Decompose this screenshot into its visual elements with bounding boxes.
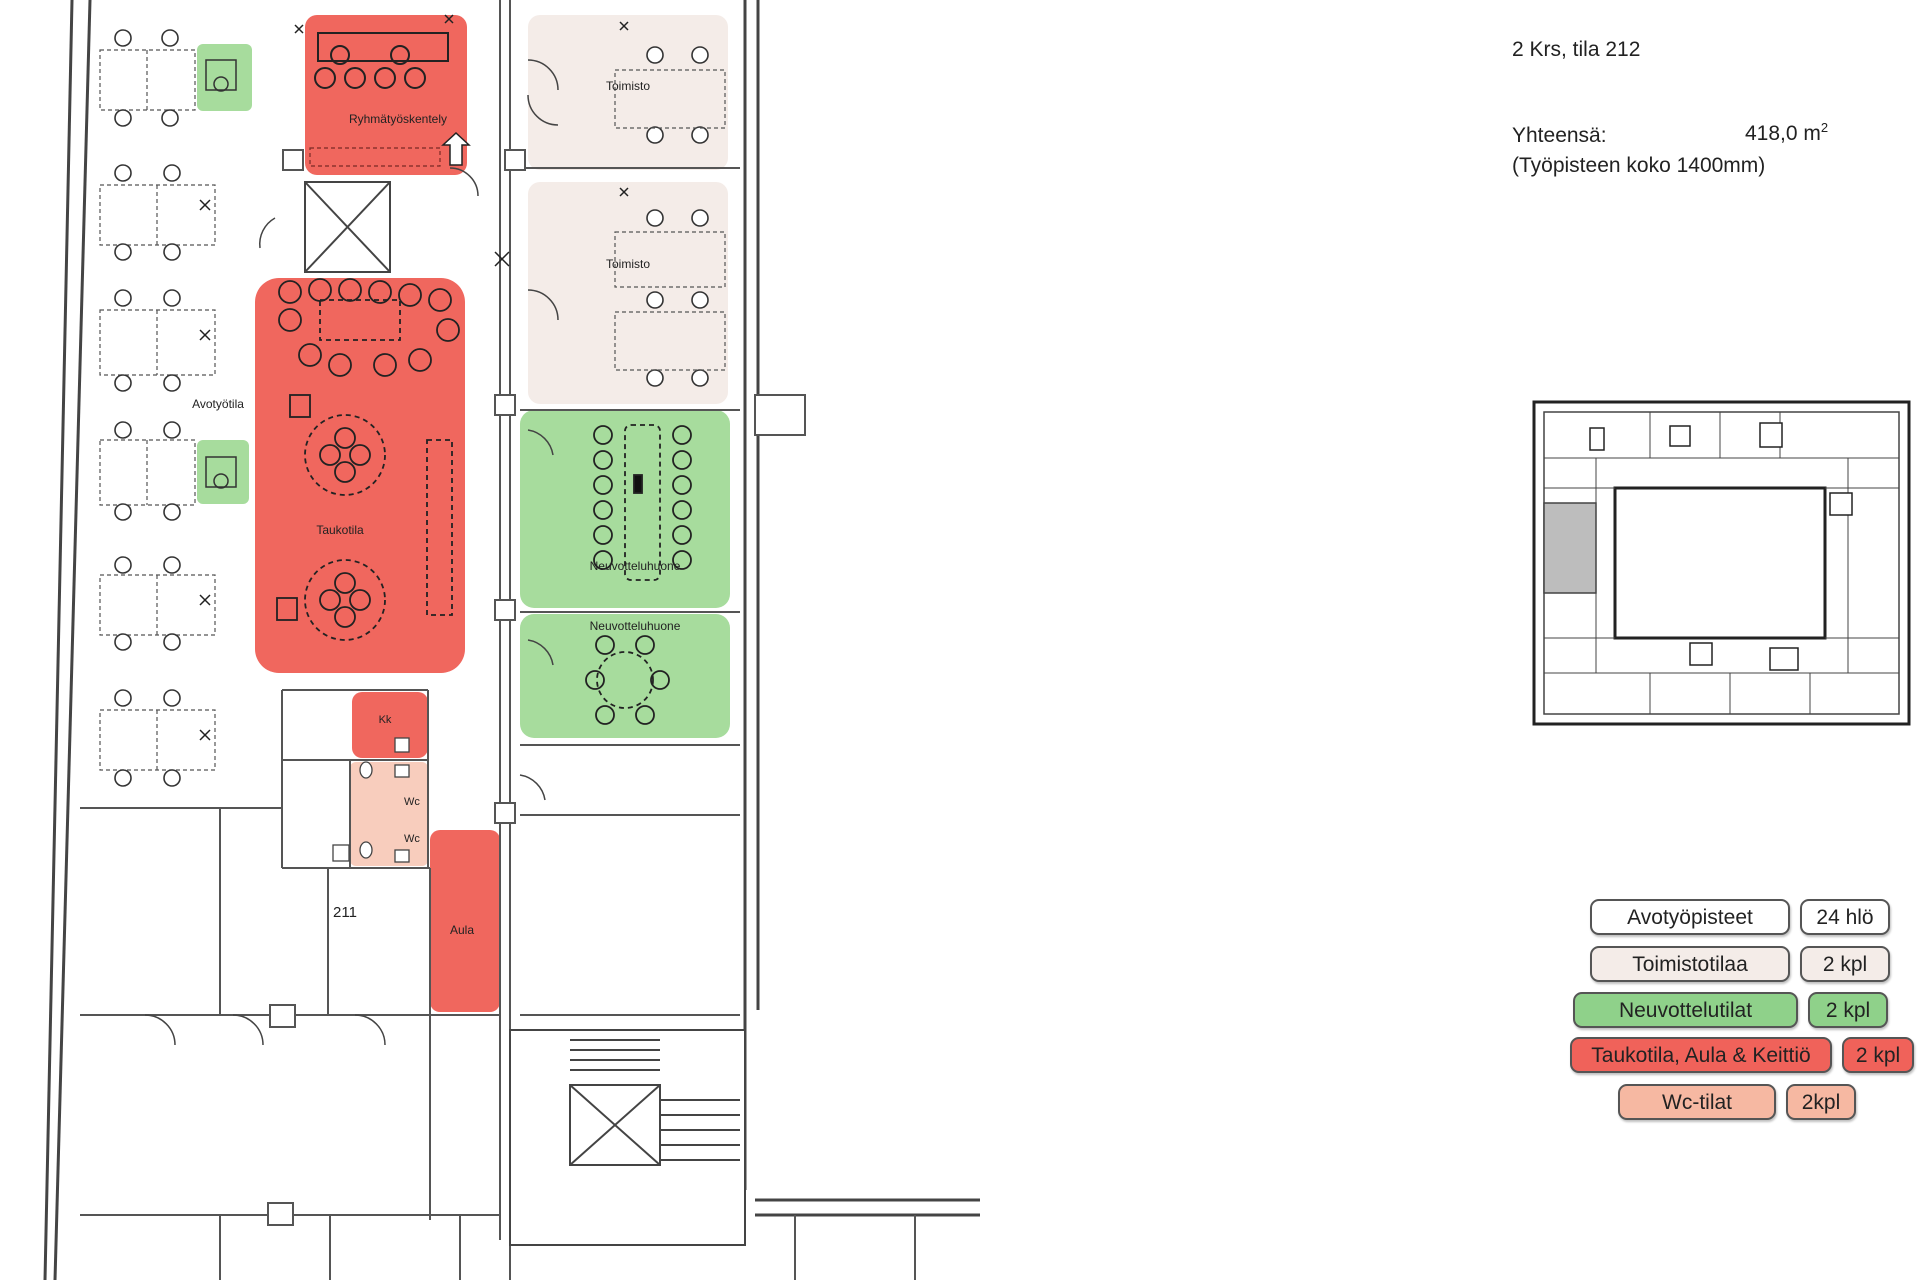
floor-room-label: 2 Krs, tila 212 xyxy=(1512,38,1641,61)
zone-group-work[interactable] xyxy=(305,15,467,175)
legend-label: Avotyöpisteet xyxy=(1590,899,1790,935)
label-meeting-1: Neuvotteluhuone xyxy=(590,559,681,573)
total-area-value: 418,0 m xyxy=(1745,122,1821,145)
legend-count: 2 kpl xyxy=(1800,946,1890,982)
highlighted-area xyxy=(1543,502,1597,594)
total-area: 418,0 m2 xyxy=(1745,120,1828,146)
label-meeting-2: Neuvotteluhuone xyxy=(590,619,681,633)
label-wc-1: Wc xyxy=(404,796,420,808)
zone-desk-green-2[interactable] xyxy=(197,440,249,504)
zone-wc[interactable] xyxy=(350,762,428,866)
legend-count: 2kpl xyxy=(1786,1084,1856,1120)
label-kitchen: Kk xyxy=(379,714,392,726)
legend-row-break: Taukotila, Aula & Keittiö 2 kpl xyxy=(1570,1037,1914,1073)
label-lobby: Aula xyxy=(450,923,474,937)
label-open-work: Avotyötila xyxy=(192,397,244,411)
legend-count: 24 hlö xyxy=(1800,899,1890,935)
label-wc-2: Wc xyxy=(404,833,420,845)
zone-meeting-2[interactable] xyxy=(520,614,730,738)
label-office-2: Toimisto xyxy=(606,257,650,271)
label-break-room: Taukotila xyxy=(316,523,364,537)
legend-row-offices: Toimistotilaa 2 kpl xyxy=(1590,946,1890,982)
zone-office-1[interactable] xyxy=(528,15,728,170)
legend-label: Wc-tilat xyxy=(1618,1084,1776,1120)
label-room-211: 211 xyxy=(333,904,357,921)
total-label: Yhteensä: xyxy=(1512,124,1607,147)
legend-count: 2 kpl xyxy=(1842,1037,1914,1073)
legend-row-meeting: Neuvottelutilat 2 kpl xyxy=(1573,992,1888,1028)
legend-row-open-work: Avotyöpisteet 24 hlö xyxy=(1590,899,1890,935)
open-office-desks xyxy=(99,49,216,771)
total-area-unit: 2 xyxy=(1820,120,1829,135)
zone-office-2[interactable] xyxy=(528,182,728,404)
zone-break-room[interactable] xyxy=(255,278,465,673)
zone-lobby[interactable] xyxy=(430,830,500,1012)
building-overview-map xyxy=(1532,400,1911,726)
legend-count: 2 kpl xyxy=(1808,992,1888,1028)
floor-plan: Ryhmätyöskentely Toimisto Toimisto Avoty… xyxy=(43,0,980,1280)
legend-label: Toimistotilaa xyxy=(1590,946,1790,982)
legend-label: Neuvottelutilat xyxy=(1573,992,1798,1028)
label-office-1: Toimisto xyxy=(606,79,650,93)
label-group-work: Ryhmätyöskentely xyxy=(349,112,447,126)
workstation-note: (Työpisteen koko 1400mm) xyxy=(1512,154,1766,177)
legend-row-wc: Wc-tilat 2kpl xyxy=(1618,1084,1856,1120)
legend-label: Taukotila, Aula & Keittiö xyxy=(1570,1037,1832,1073)
